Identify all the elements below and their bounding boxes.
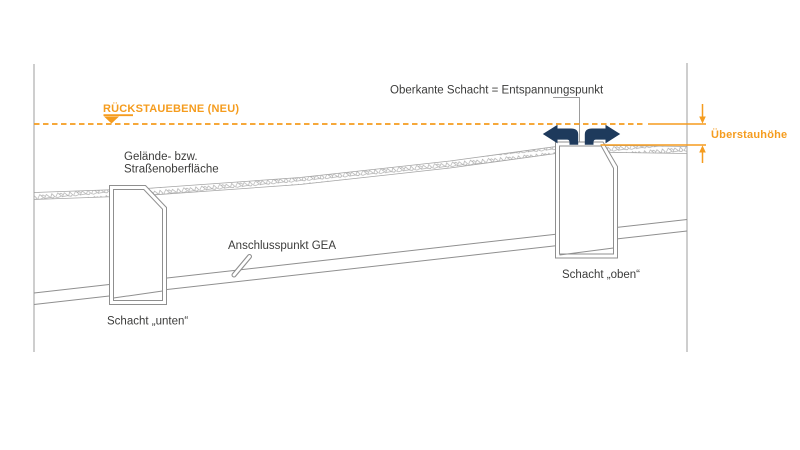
ground-surface-band xyxy=(33,145,688,200)
overflow-height-dimension xyxy=(600,104,706,163)
top-edge-leader-line xyxy=(553,97,580,142)
gea-connection-stub xyxy=(231,254,252,278)
manhole-upper-label: Schacht „oben“ xyxy=(562,269,640,281)
manhole-lower-label: Schacht „unten“ xyxy=(107,316,188,328)
surface-label-line1: Gelände- bzw. xyxy=(124,151,198,163)
connection-point-label: Anschlusspunkt GEA xyxy=(228,240,336,252)
backflow-level-label: RÜCKSTAUEBENE (NEU) xyxy=(103,102,239,115)
level-marker-icon xyxy=(103,114,133,124)
surface-label-line2: Straßenoberfläche xyxy=(124,164,219,176)
overflow-height-label: Überstauhöhe xyxy=(711,128,787,141)
manhole-lower-shape xyxy=(109,185,167,305)
relief-flow-left-arrow-icon xyxy=(542,124,579,145)
relief-flow-right-arrow-icon xyxy=(584,124,621,145)
top-edge-label: Oberkante Schacht = Entspannungspunkt xyxy=(390,85,604,97)
manhole-upper-shape xyxy=(555,141,618,259)
